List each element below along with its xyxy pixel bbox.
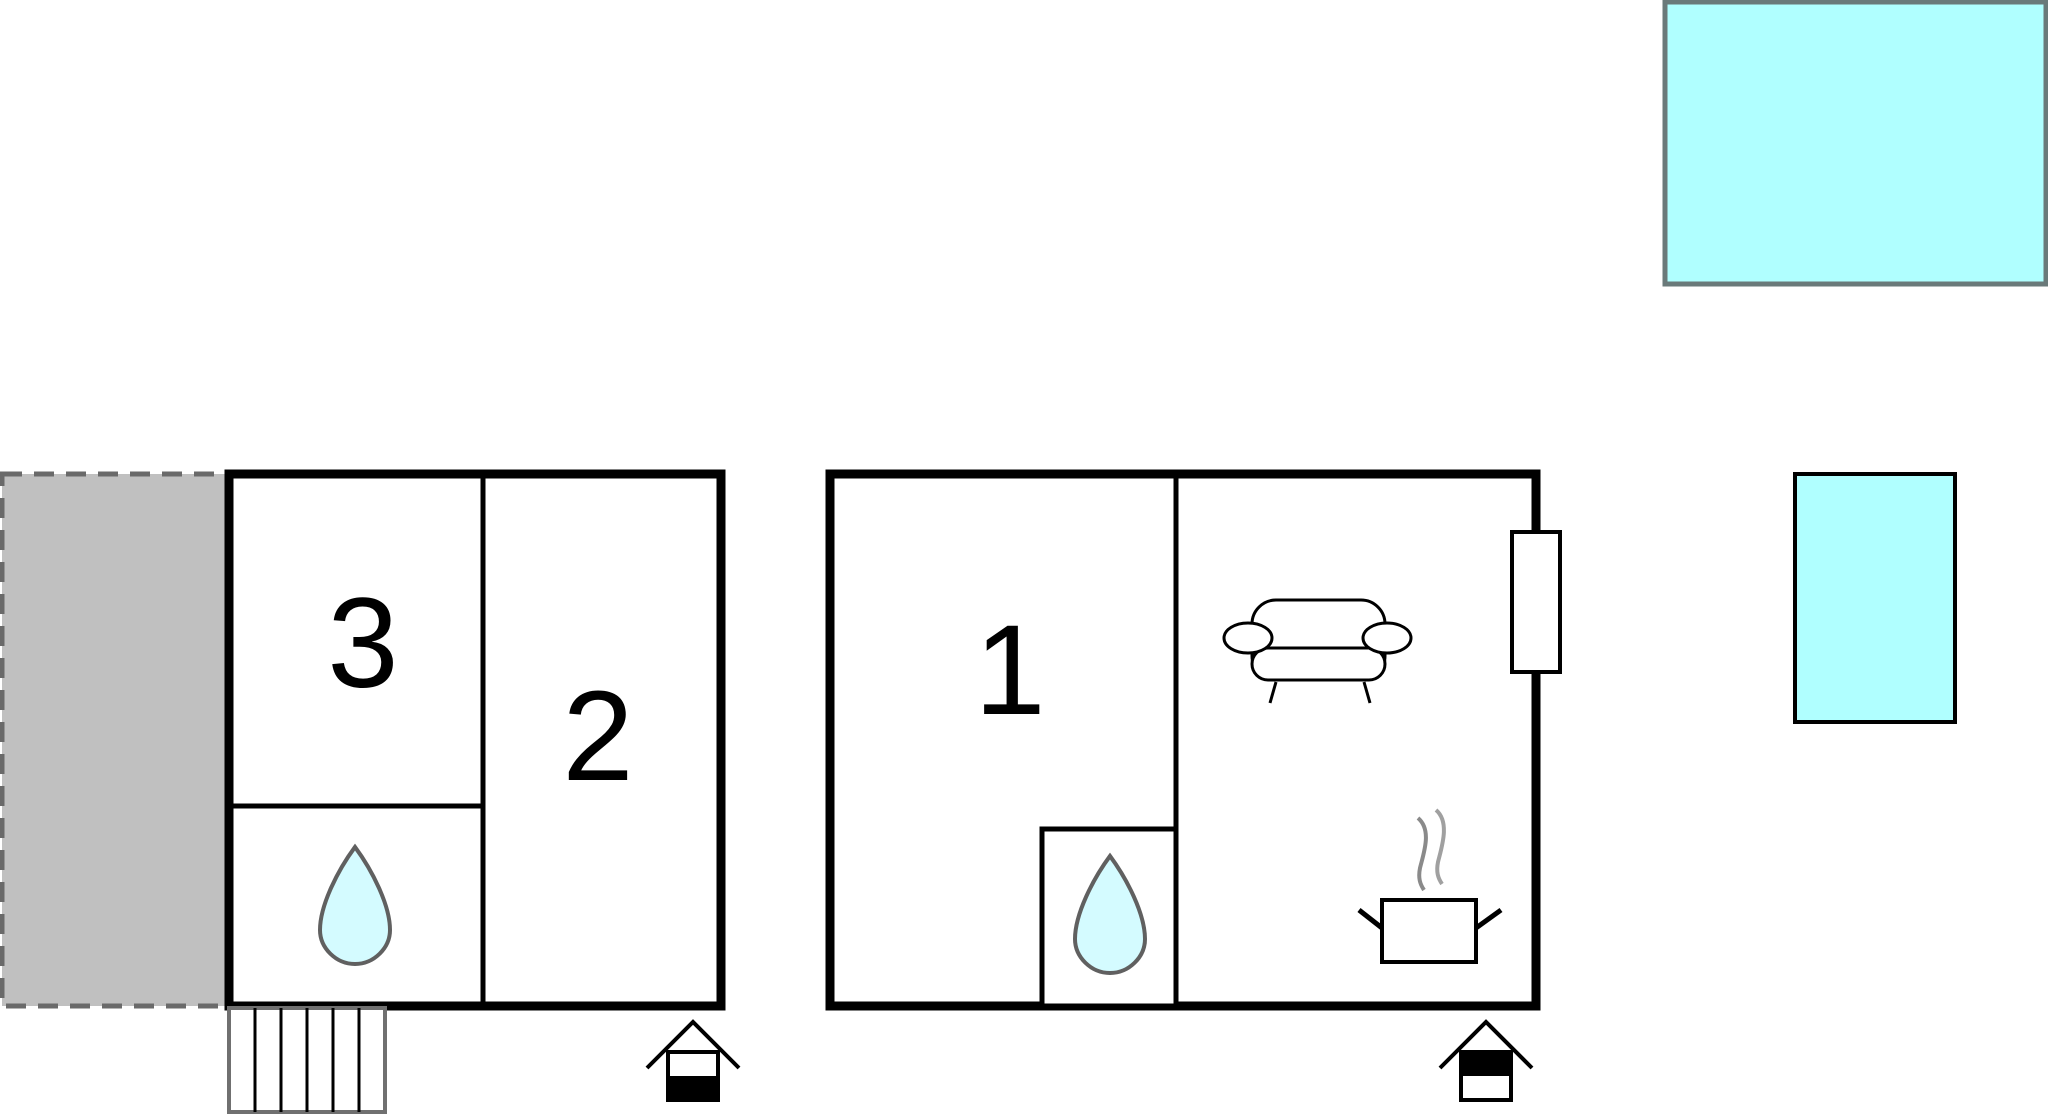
- left-building-walls: [224, 469, 726, 1011]
- pool-small: [1793, 472, 1957, 724]
- left-building: 3 2: [224, 469, 726, 1011]
- right-building: 1: [825, 469, 1562, 1011]
- cooking-pot-icon: [1357, 808, 1503, 964]
- room-label-2: 2: [562, 665, 633, 808]
- water-drop-icon: [317, 843, 393, 967]
- sofa-icon: [1222, 598, 1413, 704]
- room-label-3: 3: [327, 572, 398, 715]
- entrance-arrow-icon: [1438, 1019, 1534, 1102]
- pool-large: [1662, 0, 2048, 287]
- stairs-icon: [227, 1006, 387, 1114]
- water-drop-icon: [1072, 852, 1148, 976]
- terrace: [0, 471, 231, 1009]
- entrance-arrow-icon: [645, 1019, 741, 1102]
- room-label-1: 1: [974, 599, 1045, 742]
- window: [1510, 530, 1562, 674]
